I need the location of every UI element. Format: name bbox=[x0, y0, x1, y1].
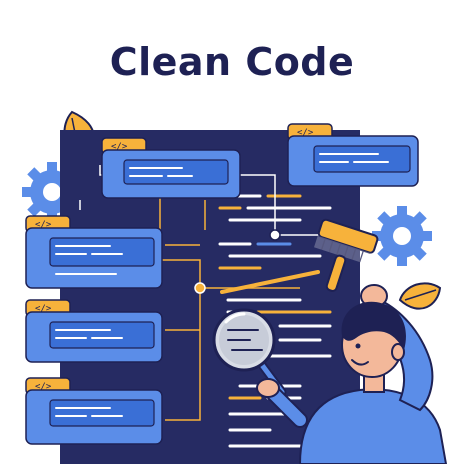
window-tab-label: </> bbox=[297, 128, 314, 138]
developer-figure bbox=[256, 284, 448, 464]
window-tab-label: </> bbox=[35, 304, 52, 314]
window-tab-label: </> bbox=[111, 142, 128, 152]
code-window: </> bbox=[101, 137, 241, 199]
window-tab-label: </> bbox=[35, 382, 52, 392]
leaf-icon bbox=[398, 282, 442, 310]
code-window: </> bbox=[25, 215, 163, 289]
code-window: </> bbox=[25, 377, 163, 445]
code-window: </> bbox=[25, 299, 163, 363]
node-dot bbox=[269, 229, 281, 241]
window-tab-label: </> bbox=[35, 220, 52, 230]
highlight-stroke bbox=[220, 270, 320, 294]
code-window: </> bbox=[287, 123, 419, 187]
page-title: Clean Code bbox=[109, 40, 355, 84]
gear-icon bbox=[372, 206, 432, 266]
brush-icon bbox=[314, 218, 379, 292]
magnifier-icon bbox=[212, 308, 287, 397]
node-dot bbox=[194, 282, 206, 294]
